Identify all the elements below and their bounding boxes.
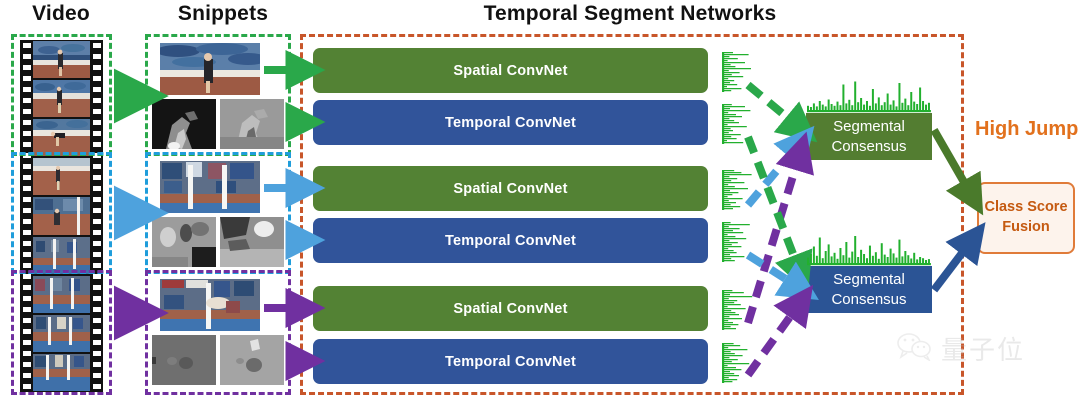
watermark-text: 量子位 xyxy=(941,336,1026,366)
snippet-flow-2-y xyxy=(220,217,284,267)
film-frame xyxy=(33,313,90,353)
temporal-convnet-3[interactable]: Temporal ConvNet xyxy=(313,339,708,384)
spatial-convnet-1[interactable]: Spatial ConvNet xyxy=(313,48,708,93)
temporal-convnet-1[interactable]: Temporal ConvNet xyxy=(313,100,708,145)
fusion-line2: Fusion xyxy=(1002,219,1050,235)
snippet-flow-1-y xyxy=(220,99,284,149)
snippet-flow-3-y xyxy=(220,335,284,385)
fusion-line1: Class Score xyxy=(984,199,1068,216)
consensus-spatial-line2: Consensus xyxy=(831,137,907,155)
snippets-column-title: Snippets xyxy=(177,2,269,25)
consensus-temporal-line2: Consensus xyxy=(831,290,907,308)
film-perforations-right xyxy=(90,40,103,392)
snippet-rgb-2 xyxy=(160,161,260,213)
video-segment-2-frame xyxy=(11,152,112,274)
segmental-consensus-spatial[interactable]: Segmental Consensus xyxy=(806,113,932,160)
class-score-fusion-box[interactable]: Class Score Fusion xyxy=(977,182,1075,254)
film-frame xyxy=(33,40,90,80)
consensus-spatial-line1: Segmental xyxy=(833,117,905,135)
temporal-convnet-2[interactable]: Temporal ConvNet xyxy=(313,218,708,263)
wechat-icon xyxy=(895,331,935,366)
segmental-consensus-temporal[interactable]: Segmental Consensus xyxy=(806,266,932,313)
prediction-label: High Jump xyxy=(975,118,1079,140)
spatial-convnet-2[interactable]: Spatial ConvNet xyxy=(313,166,708,211)
film-frame xyxy=(33,79,90,119)
video-segment-3-frame xyxy=(11,270,112,395)
video-filmstrip xyxy=(20,40,103,392)
watermark: 量子位 xyxy=(895,330,1025,367)
film-frame xyxy=(33,118,90,158)
snippet-flow-3-x xyxy=(152,335,216,385)
snippet-flow-1-x xyxy=(152,99,216,150)
film-frame xyxy=(33,235,90,275)
video-column-title: Video xyxy=(32,2,90,25)
video-segment-1-frame xyxy=(11,34,112,156)
film-perforations-left xyxy=(20,40,33,392)
film-frame xyxy=(33,352,90,392)
snippet-rgb-1 xyxy=(156,43,268,95)
film-frame xyxy=(33,196,90,236)
spatial-convnet-3[interactable]: Spatial ConvNet xyxy=(313,286,708,331)
film-frame xyxy=(33,157,90,197)
snippet-rgb-3 xyxy=(160,279,260,331)
consensus-temporal-line1: Segmental xyxy=(833,270,905,288)
snippet-flow-2-x xyxy=(152,217,216,267)
film-frame xyxy=(33,274,90,314)
network-column-title: Temporal Segment Networks xyxy=(483,2,777,25)
